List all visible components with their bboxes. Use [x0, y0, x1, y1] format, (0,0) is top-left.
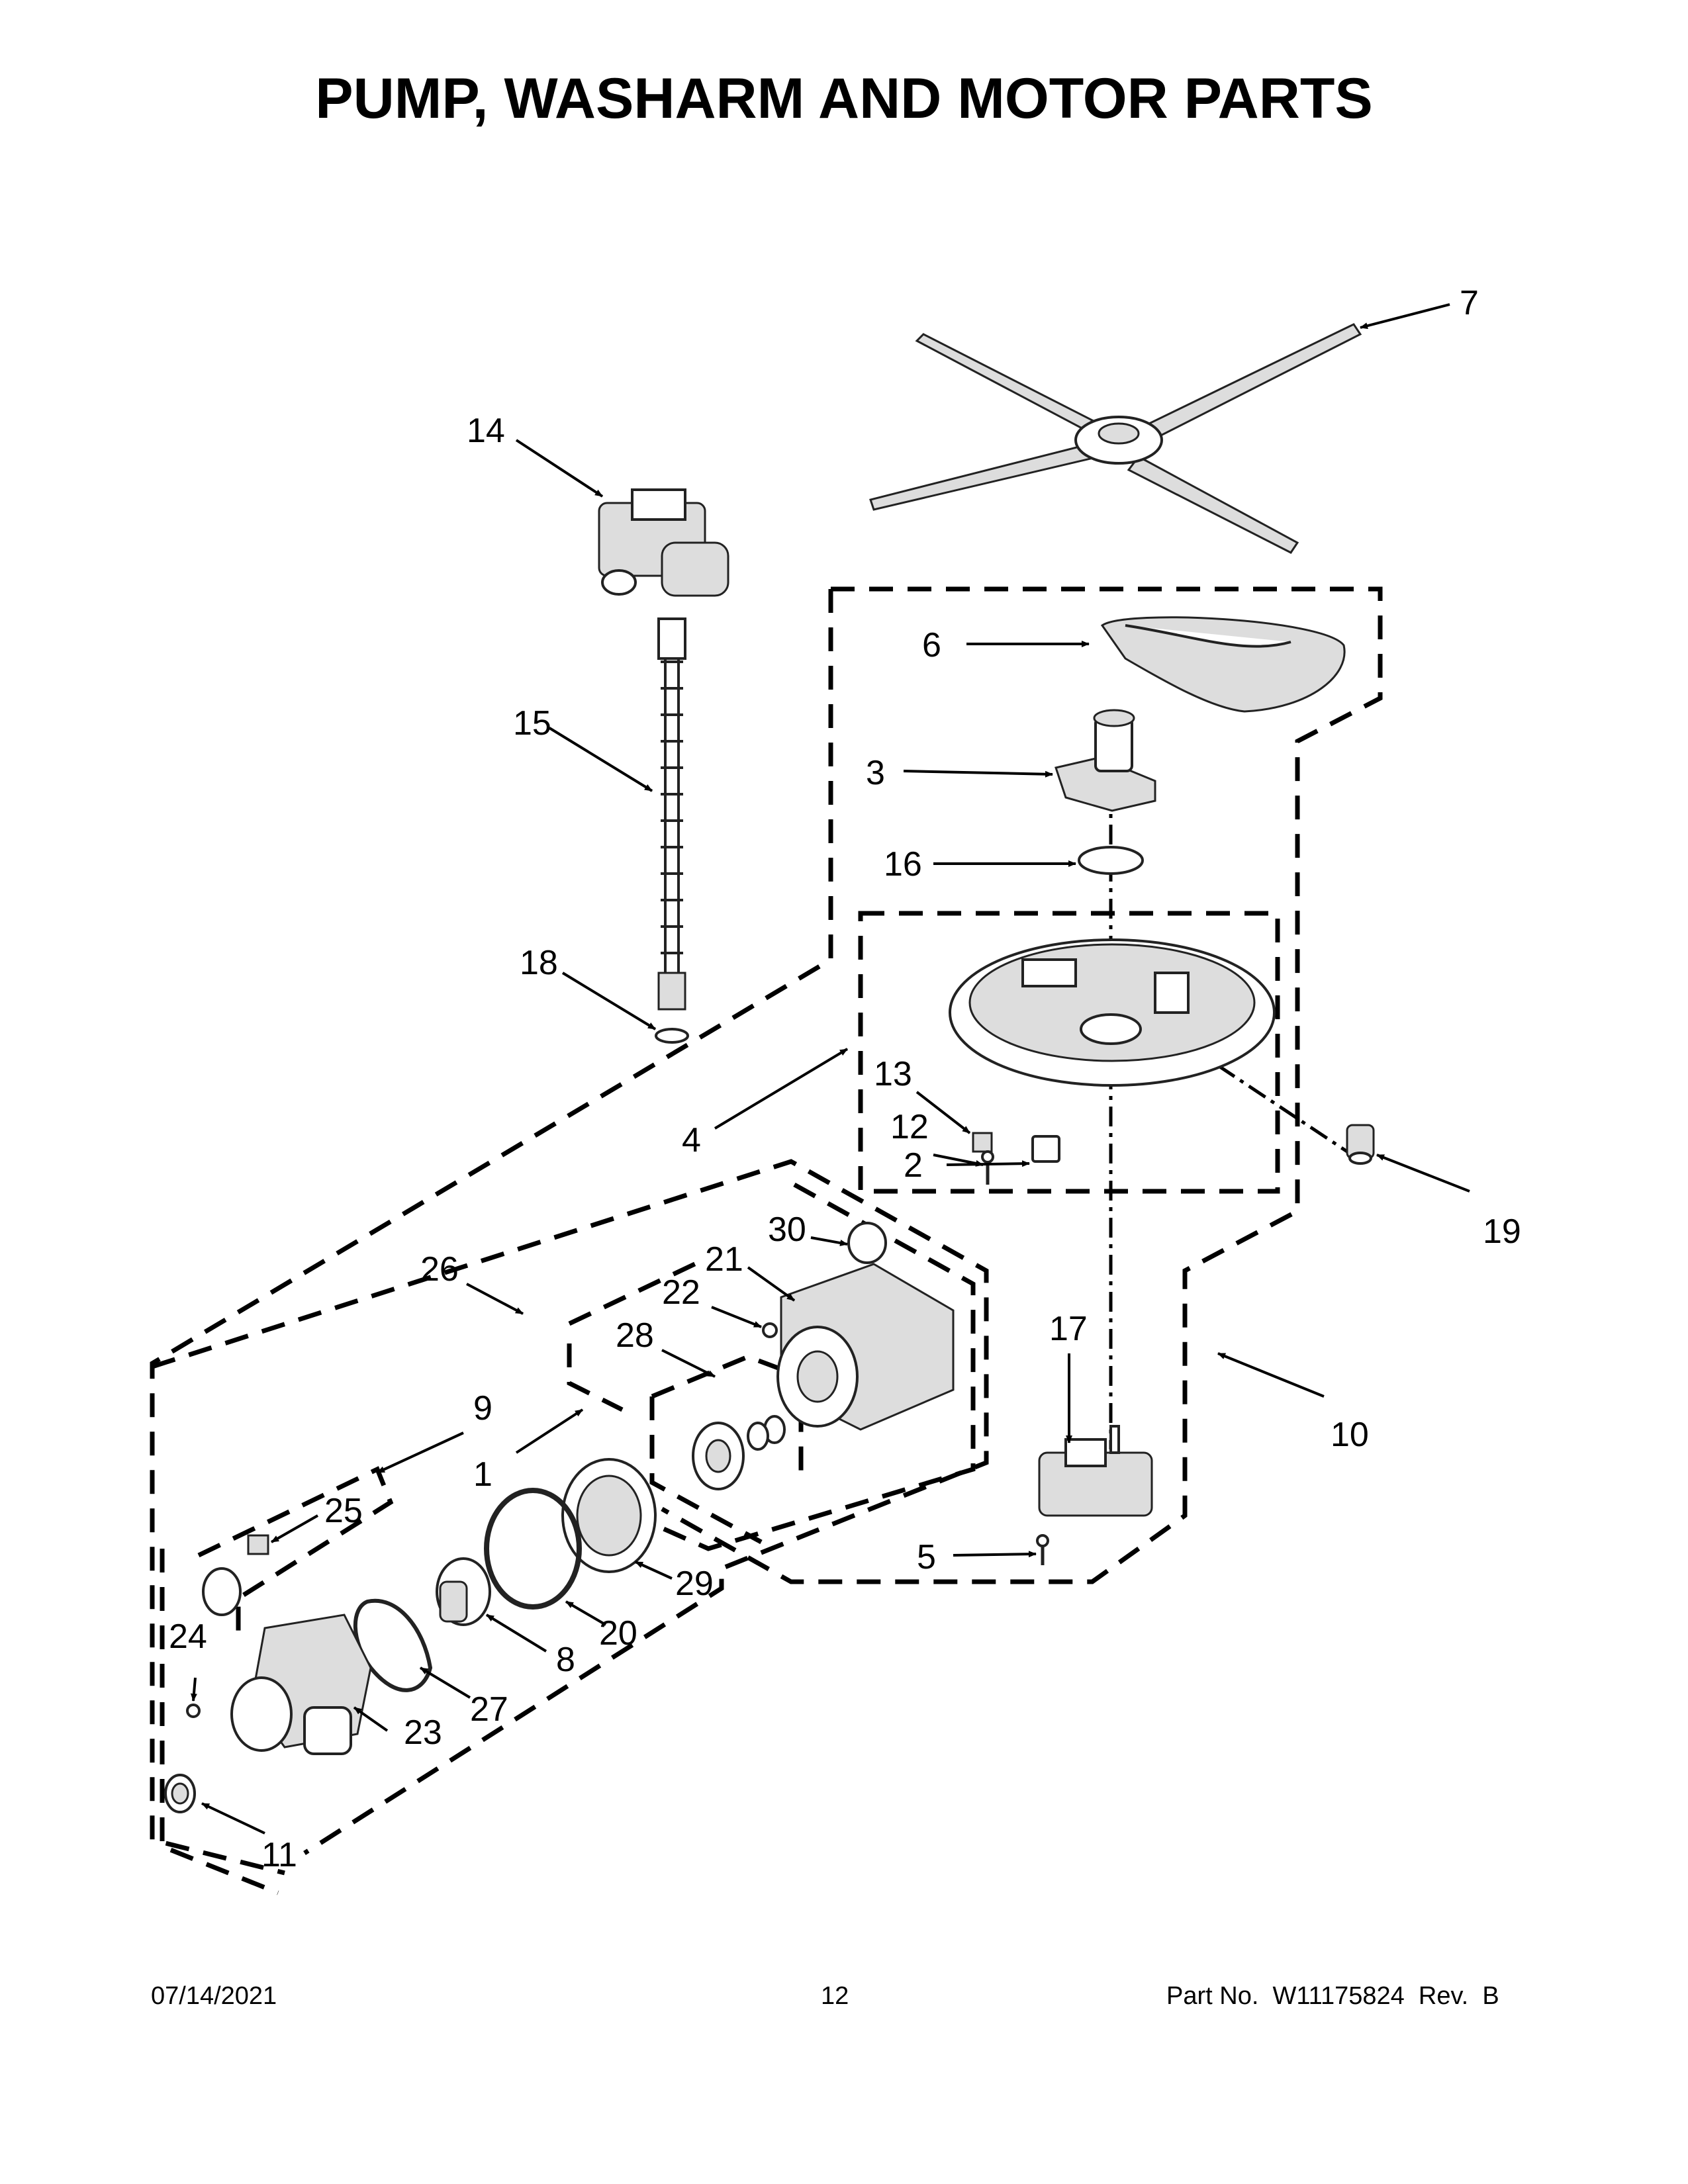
assembly-outline-27 [160, 1549, 279, 1895]
callout-10: 10 [1331, 1416, 1369, 1454]
clip-part-13 [972, 1132, 993, 1153]
callout-19: 19 [1483, 1212, 1521, 1251]
assembly-outline-9 [197, 1466, 394, 1641]
filter-cover-part-6 [1100, 616, 1346, 713]
callout-30: 30 [768, 1210, 806, 1249]
callout-leaders [190, 303, 1470, 1835]
seal-part-11 [164, 1774, 196, 1813]
callout-5: 5 [917, 1538, 936, 1576]
callout-13: 13 [874, 1055, 912, 1093]
gasket-part-30 [847, 1222, 887, 1264]
assembly-outline-10 [150, 586, 1383, 1876]
screw-part-12 [981, 1150, 994, 1185]
assembly-outline-28 [649, 1354, 804, 1545]
gasket-part-16 [1078, 846, 1144, 875]
callout-21: 21 [705, 1240, 743, 1279]
callout-22: 22 [662, 1273, 700, 1312]
sensor-part-19 [1346, 1124, 1375, 1165]
callout-4: 4 [682, 1121, 701, 1160]
assembly-outline-26 [151, 1159, 989, 1855]
callout-24: 24 [169, 1617, 207, 1656]
valve-part-25 [247, 1534, 269, 1555]
diverter-valve-part-17 [1038, 1425, 1153, 1517]
callout-2: 2 [904, 1146, 923, 1185]
spray-arm-part-7 [869, 323, 1362, 554]
callout-7: 7 [1460, 284, 1479, 322]
motor-part-21 [776, 1263, 955, 1431]
callout-27: 27 [470, 1690, 508, 1729]
callout-29: 29 [675, 1565, 714, 1603]
callout-11: 11 [261, 1836, 297, 1874]
screw-part-22 [762, 1322, 778, 1338]
callout-18: 18 [520, 944, 558, 982]
footer-part-number: Part No. W11175824 Rev. B [1166, 1982, 1499, 2010]
callout-15: 15 [513, 704, 551, 743]
assembly-outline-1 [567, 1182, 976, 1551]
impeller-part-28 [692, 1415, 786, 1490]
callout-17: 17 [1049, 1310, 1088, 1348]
assembly-outline-4 [858, 911, 1280, 1194]
pump-housing-part-23 [230, 1614, 372, 1755]
callout-20: 20 [599, 1614, 637, 1653]
screw-part-5 [1036, 1534, 1049, 1565]
clip-part-2 [1031, 1135, 1060, 1163]
sump-part-4 [949, 938, 1276, 1087]
clamp-part-18 [655, 1028, 689, 1044]
callout-16: 16 [884, 845, 922, 884]
callout-23: 23 [404, 1713, 442, 1752]
fill-tube-part-15 [657, 617, 686, 1011]
callout-12: 12 [890, 1108, 929, 1146]
callout-26: 26 [420, 1250, 459, 1289]
gasket-part-27 [353, 1598, 433, 1692]
callout-3: 3 [866, 754, 885, 792]
diverter-motor-part-14 [598, 488, 729, 597]
volute-part-29 [561, 1458, 657, 1573]
o-ring-part-20 [484, 1488, 582, 1610]
callout-8: 8 [556, 1641, 575, 1679]
callout-1: 1 [473, 1455, 492, 1494]
footer-page-number: 12 [821, 1982, 849, 2010]
screw-part-24 [186, 1704, 201, 1718]
callout-25: 25 [324, 1492, 363, 1530]
footer-date: 07/14/2021 [151, 1982, 277, 2010]
callout-28: 28 [616, 1316, 654, 1355]
impeller-part-8 [436, 1557, 491, 1626]
callout-9: 9 [473, 1389, 492, 1428]
filter-housing-part-3 [1055, 709, 1156, 812]
callout-14: 14 [467, 412, 505, 450]
callout-6: 6 [922, 626, 941, 664]
page-title: PUMP, WASHARM AND MOTOR PARTS [315, 67, 1373, 130]
check-valve-part-9 [202, 1567, 242, 1616]
